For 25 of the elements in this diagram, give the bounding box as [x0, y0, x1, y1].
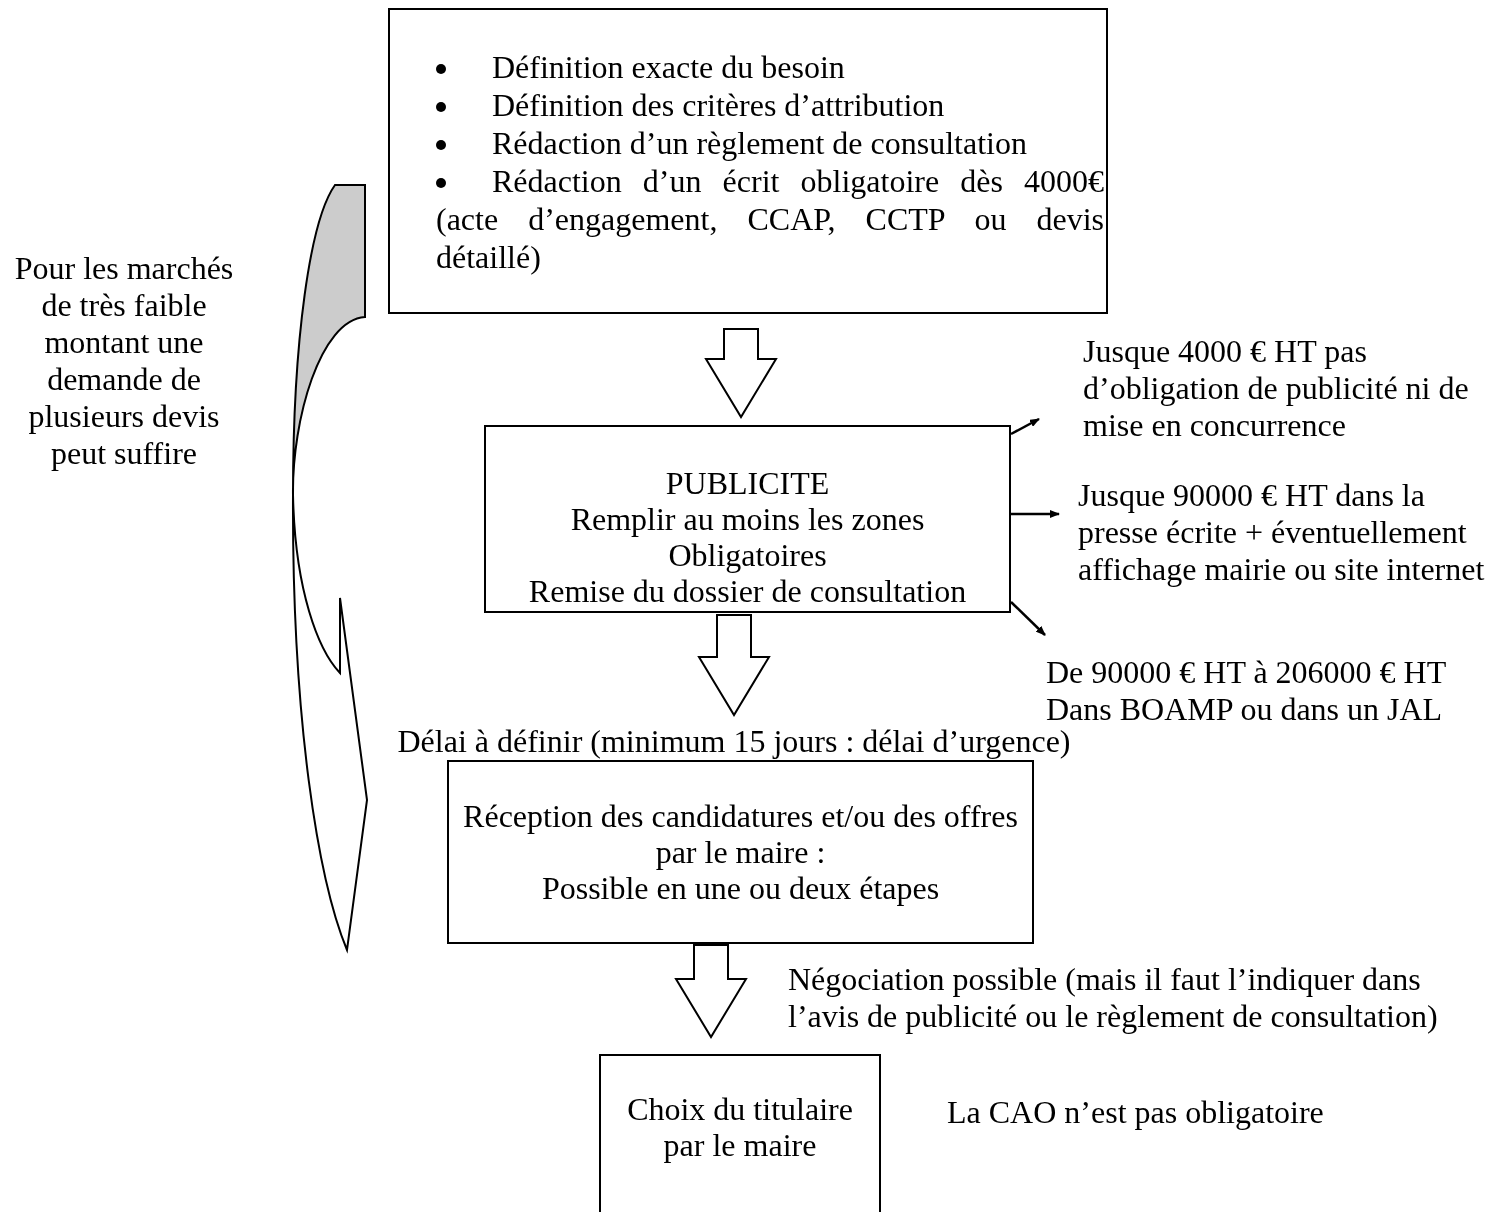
- box-text: Remplir au moins les zones Obligatoires: [569, 501, 926, 573]
- box-text: Jusque 4000 € HT pas d’obligation de publicité ni de mise en concurrence: [1083, 333, 1470, 444]
- process-box: [447, 760, 1034, 944]
- block-arrow: [697, 614, 771, 717]
- block-arrow: [674, 944, 748, 1039]
- side-note: La CAO n’est pas obligatoire: [947, 1094, 1324, 1131]
- side-note: Pour les marchés de très faible montant une demande de plusieurs devis peut suffire: [13, 250, 235, 472]
- bullet-item: Rédaction d’un règlement de consultation: [436, 124, 1104, 162]
- process-box: [599, 1054, 881, 1212]
- arrow: [1010, 601, 1046, 636]
- box-text: Remise du dossier de consultation: [528, 573, 967, 609]
- process-box: [484, 425, 1011, 613]
- box-text: Possible en une ou deux étapes: [541, 870, 940, 906]
- bullet-item: Définition exacte du besoin: [436, 48, 1104, 86]
- block-arrow: [704, 328, 778, 419]
- box-text: Choix du titulaire par le maire: [626, 1091, 854, 1163]
- arrow: [1010, 417, 1040, 436]
- box-text: Jusque 90000 € HT dans la presse écrite + éventuellement affichage mairie ou site internet: [1078, 477, 1486, 588]
- bullet-item: Rédaction d’un écrit obligatoire dès 4000€ (acte d’engagement, CCAP, CCTP ou devis détaillé): [436, 162, 1104, 276]
- arrow: [1011, 510, 1060, 518]
- box-heading: Réception des candidatures et/ou des offres par le maire :: [462, 798, 1019, 870]
- bullet-item: Définition des critères d’attribution: [436, 86, 1104, 124]
- requirements-box: [388, 8, 1108, 314]
- box-text: De 90000 € HT à 206000 € HT: [1046, 654, 1447, 691]
- box-heading: PUBLICITE: [665, 465, 830, 501]
